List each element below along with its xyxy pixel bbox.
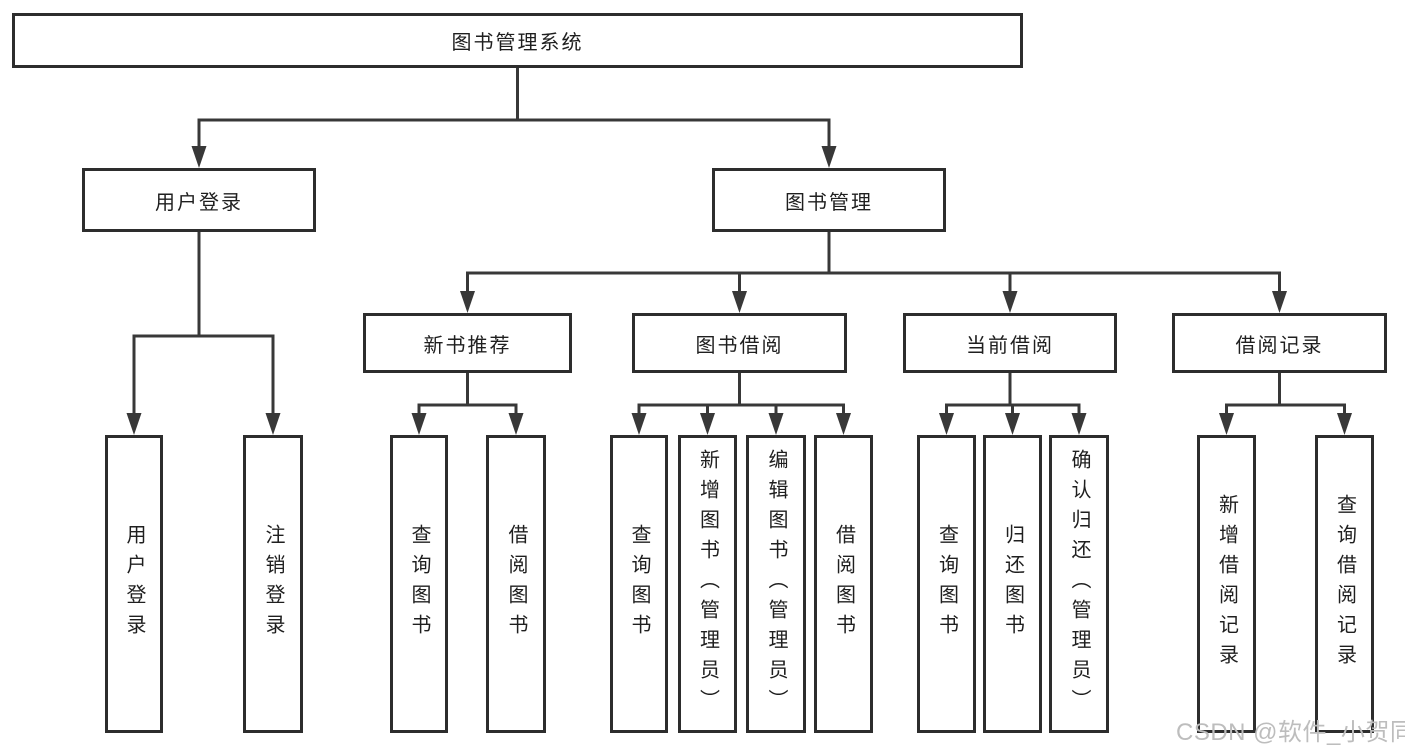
leaf-query-borrow-record: 查询借阅记录 [1315,435,1374,733]
arrowhead [1002,291,1018,313]
node-label: 借阅记录 [1235,334,1324,357]
leaf-borrow-books: 借阅图书 [814,435,873,733]
arrowhead [1071,413,1087,435]
node-label: 借阅图书 [505,524,527,644]
arrowhead [768,413,784,435]
arrowhead [732,291,747,313]
node-label: 查询图书 [408,524,430,644]
node-borrowing-records: 借阅记录 [1172,313,1387,373]
leaf-recommend-borrow-books: 借阅图书 [486,435,546,733]
node-label: 查询图书 [628,524,650,644]
arrowhead [700,413,715,435]
node-label: 查询借阅记录 [1333,494,1356,674]
csdn-watermark: CSDN @软件_小贺同学 [1176,719,1405,746]
leaf-recommend-query-books: 查询图书 [390,435,448,733]
arrowhead [191,146,207,168]
arrowhead [265,413,281,435]
arrowhead [1219,413,1234,435]
arrowhead [939,413,954,435]
node-label: 图书管理系统 [451,32,584,54]
node-label: 新增图书（管理员） [696,449,719,719]
arrowhead [508,413,524,435]
leaf-return-books: 归还图书 [983,435,1042,733]
node-label: 确认归还（管理员） [1068,449,1090,719]
node-label: 新增借阅记录 [1215,494,1238,674]
node-label: 用户登录 [123,524,145,644]
leaf-confirm-return-admin: 确认归还（管理员） [1049,435,1109,733]
node-label: 注销登录 [262,524,284,644]
leaf-logout: 注销登录 [243,435,303,733]
node-label: 查询图书 [935,524,958,644]
leaf-borrow-query-books: 查询图书 [610,435,668,733]
node-current-borrowing: 当前借阅 [903,313,1117,373]
arrowhead [1005,413,1020,435]
node-library-management-system: 图书管理系统 [12,13,1023,68]
node-label: 用户登录 [155,191,243,214]
leaf-add-book-admin: 新增图书（管理员） [678,435,737,733]
node-label: 编辑图书（管理员） [765,449,787,719]
leaf-edit-book-admin: 编辑图书（管理员） [746,435,806,733]
leaf-add-borrow-record: 新增借阅记录 [1197,435,1256,733]
leaf-user-login: 用户登录 [105,435,163,733]
arrowhead [836,413,851,435]
node-book-borrowing: 图书借阅 [632,313,847,373]
node-new-book-recommendation: 新书推荐 [363,313,572,373]
leaf-current-query-books: 查询图书 [917,435,976,733]
arrowhead [460,291,475,313]
arrowhead [631,413,647,435]
arrowhead [821,146,837,168]
node-label: 图书管理 [785,191,873,214]
arrowhead [1272,291,1287,313]
node-label: 图书借阅 [695,334,784,357]
node-label: 当前借阅 [966,334,1054,357]
node-label: 归还图书 [1001,524,1024,644]
connector-path [132,66,1346,419]
arrowhead [411,413,427,435]
node-label: 借阅图书 [832,524,855,644]
node-label: 新书推荐 [423,334,512,357]
node-book-management: 图书管理 [712,168,946,232]
arrowhead [126,413,142,435]
node-user-login: 用户登录 [82,168,316,232]
arrowhead [1337,413,1352,435]
